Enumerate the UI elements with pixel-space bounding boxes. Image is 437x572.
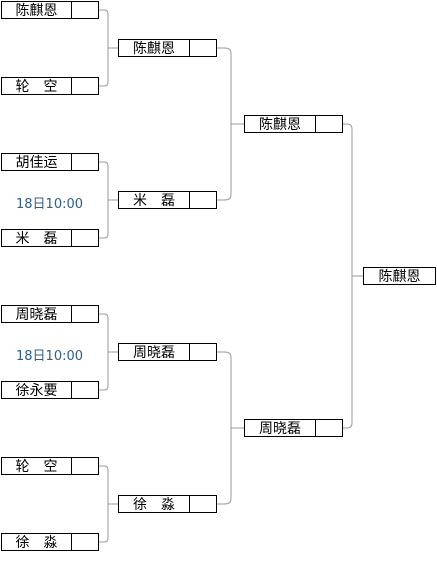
bracket-slot-r1-5: 周晓磊 <box>1 305 99 323</box>
score-box <box>190 344 216 360</box>
player-name: 轮 空 <box>2 458 72 474</box>
bracket-slot-r1-3: 胡佳运 <box>1 153 99 171</box>
connector-r3-m1 <box>343 123 363 429</box>
bracket-slot-r3-1: 陈麒恩 <box>244 115 343 133</box>
connector-r2-m2 <box>217 351 244 505</box>
score-box <box>72 306 98 322</box>
match-schedule-time: 18日10:00 <box>16 349 84 364</box>
player-name: 陈麒恩 <box>2 2 72 18</box>
bracket-slot-r3-2: 周晓磊 <box>244 419 343 437</box>
player-name: 米 磊 <box>119 192 190 208</box>
bracket-slot-r1-2: 轮 空 <box>1 77 99 95</box>
score-box <box>190 496 216 512</box>
player-name: 米 磊 <box>2 230 72 246</box>
bracket-slot-r2-1: 陈麒恩 <box>118 39 217 57</box>
connector-r2-m1 <box>217 47 244 201</box>
connector-r1-m2 <box>99 161 118 239</box>
score-box <box>72 154 98 170</box>
bracket-slot-r1-6: 徐永要 <box>1 381 99 399</box>
score-box <box>316 420 342 436</box>
player-name: 周晓磊 <box>2 306 72 322</box>
bracket-slot-r2-4: 徐 淼 <box>118 495 217 513</box>
bracket-slot-r2-2: 米 磊 <box>118 191 217 209</box>
bracket-slot-r1-7: 轮 空 <box>1 457 99 475</box>
bracket-slot-r1-8: 徐 淼 <box>1 533 99 551</box>
connector-r1-m4 <box>99 465 118 543</box>
score-box <box>72 2 98 18</box>
connector-r1-m1 <box>99 9 118 87</box>
player-name: 徐 淼 <box>2 534 72 550</box>
player-name: 徐永要 <box>2 382 72 398</box>
score-box <box>72 534 98 550</box>
champion-name: 陈麒恩 <box>378 269 421 284</box>
bracket-slot-r1-1: 陈麒恩 <box>1 1 99 19</box>
bracket-slot-r1-4: 米 磊 <box>1 229 99 247</box>
player-name: 周晓磊 <box>245 420 316 436</box>
player-name: 周晓磊 <box>119 344 190 360</box>
score-box <box>72 78 98 94</box>
score-box <box>190 192 216 208</box>
player-name: 轮 空 <box>2 78 72 94</box>
bracket-slot-r2-3: 周晓磊 <box>118 343 217 361</box>
score-box <box>190 40 216 56</box>
player-name: 陈麒恩 <box>245 116 316 132</box>
connector-r1-m3 <box>99 313 118 391</box>
score-box <box>72 230 98 246</box>
player-name: 胡佳运 <box>2 154 72 170</box>
bracket-slot-champion: 陈麒恩 <box>363 267 436 285</box>
score-box <box>72 458 98 474</box>
score-box <box>72 382 98 398</box>
player-name: 徐 淼 <box>119 496 190 512</box>
player-name: 陈麒恩 <box>119 40 190 56</box>
match-schedule-time: 18日10:00 <box>16 197 84 212</box>
score-box <box>316 116 342 132</box>
